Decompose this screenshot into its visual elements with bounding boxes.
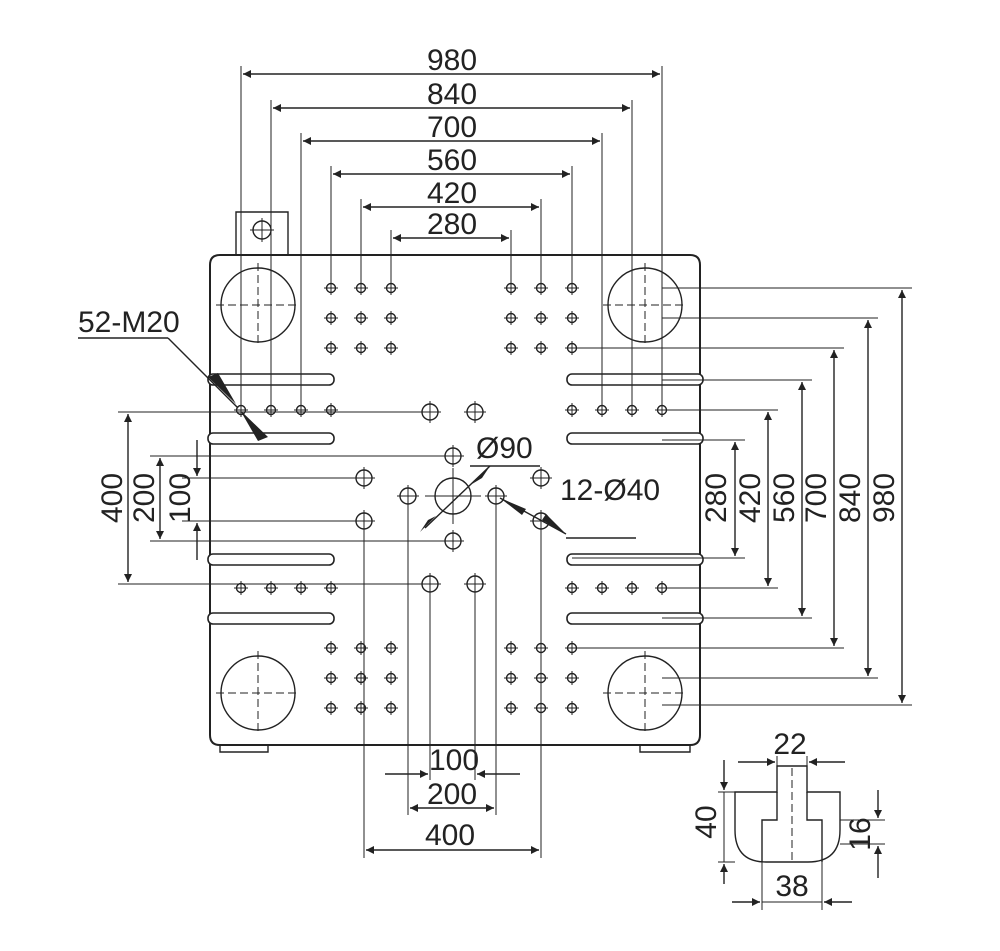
thread-hole — [565, 403, 579, 417]
thread-hole-callout-label: 52-M20 — [78, 306, 180, 339]
thread-hole — [354, 641, 368, 655]
thread-hole — [595, 581, 609, 595]
thread-hole — [384, 311, 398, 325]
dim-right-700: 700 — [800, 473, 833, 523]
dim-560: 560 — [427, 144, 477, 177]
dim-280: 280 — [427, 208, 477, 241]
left-dimensions: 400 200 100 — [96, 411, 453, 585]
thread-hole — [504, 341, 518, 355]
dim-left-400: 400 — [96, 473, 129, 523]
dim-right-840: 840 — [834, 473, 867, 523]
t-slot — [207, 612, 335, 625]
thread-hole — [565, 671, 579, 685]
t-slot — [566, 553, 704, 566]
thread-hole — [565, 701, 579, 715]
dim-left-200: 200 — [128, 473, 161, 523]
dim-bottom-400: 400 — [425, 819, 475, 852]
thread-hole — [534, 311, 548, 325]
t-slot-detail: 22 40 16 38 — [690, 728, 885, 910]
thread-hole — [264, 581, 278, 595]
thread-hole — [354, 671, 368, 685]
top-dimensions: 980 840 700 560 420 280 — [240, 44, 663, 410]
slot-depth-label: 16 — [844, 817, 877, 850]
thread-hole — [324, 641, 338, 655]
thread-hole — [504, 671, 518, 685]
thread-hole — [384, 341, 398, 355]
thread-hole — [384, 671, 398, 685]
dim-840: 840 — [427, 78, 477, 111]
thread-hole — [565, 581, 579, 595]
thread-hole — [384, 641, 398, 655]
bottom-dimensions: 100 200 400 — [363, 496, 542, 858]
thread-hole — [625, 581, 639, 595]
dim-bottom-100: 100 — [429, 744, 479, 777]
t-slot — [207, 432, 335, 445]
thread-hole — [354, 341, 368, 355]
tie-bar-hole — [216, 651, 300, 735]
thread-hole — [384, 701, 398, 715]
center-hole-callout-label: Ø90 — [476, 432, 533, 465]
dim-420: 420 — [427, 177, 477, 210]
thread-hole — [565, 311, 579, 325]
lifting-lug — [235, 211, 289, 255]
dim-700: 700 — [427, 111, 477, 144]
dim-left-100: 100 — [164, 473, 197, 523]
thread-hole — [354, 311, 368, 325]
thread-hole — [504, 311, 518, 325]
thread-hole — [234, 581, 248, 595]
ejector-hole — [530, 467, 552, 489]
thread-hole — [504, 701, 518, 715]
tie-bar-hole — [603, 651, 687, 735]
tie-bar-hole — [216, 263, 300, 347]
tie-bar-hole — [603, 263, 687, 347]
thread-hole — [504, 641, 518, 655]
center-hole — [425, 468, 481, 524]
thread-holes — [234, 281, 669, 715]
tie-bar-holes — [216, 263, 687, 735]
slot-height-label: 40 — [690, 805, 723, 838]
dim-right-280: 280 — [700, 473, 733, 523]
callout-center-hole: Ø90 — [420, 432, 540, 532]
thread-hole — [324, 671, 338, 685]
slot-top-width-label: 22 — [773, 728, 806, 761]
dim-right-560: 560 — [768, 473, 801, 523]
ejector-hole — [464, 401, 486, 423]
thread-hole — [354, 701, 368, 715]
dim-bottom-200: 200 — [427, 778, 477, 811]
dim-980: 980 — [427, 44, 477, 77]
t-slots — [207, 373, 704, 625]
thread-hole — [324, 341, 338, 355]
ejector-hole-callout-label: 12-Ø40 — [560, 474, 660, 507]
callout-ejector-holes: 12-Ø40 — [499, 474, 660, 539]
thread-hole — [324, 311, 338, 325]
right-dimensions: 280 420 560 700 840 980 — [572, 287, 912, 706]
t-slot — [207, 553, 335, 566]
dim-right-420: 420 — [734, 473, 767, 523]
slot-bottom-width-label: 38 — [775, 870, 808, 903]
t-slot — [566, 432, 704, 445]
dim-right-980: 980 — [868, 473, 901, 523]
thread-hole — [324, 701, 338, 715]
thread-hole — [534, 341, 548, 355]
callout-52-m20: 52-M20 — [78, 306, 268, 441]
